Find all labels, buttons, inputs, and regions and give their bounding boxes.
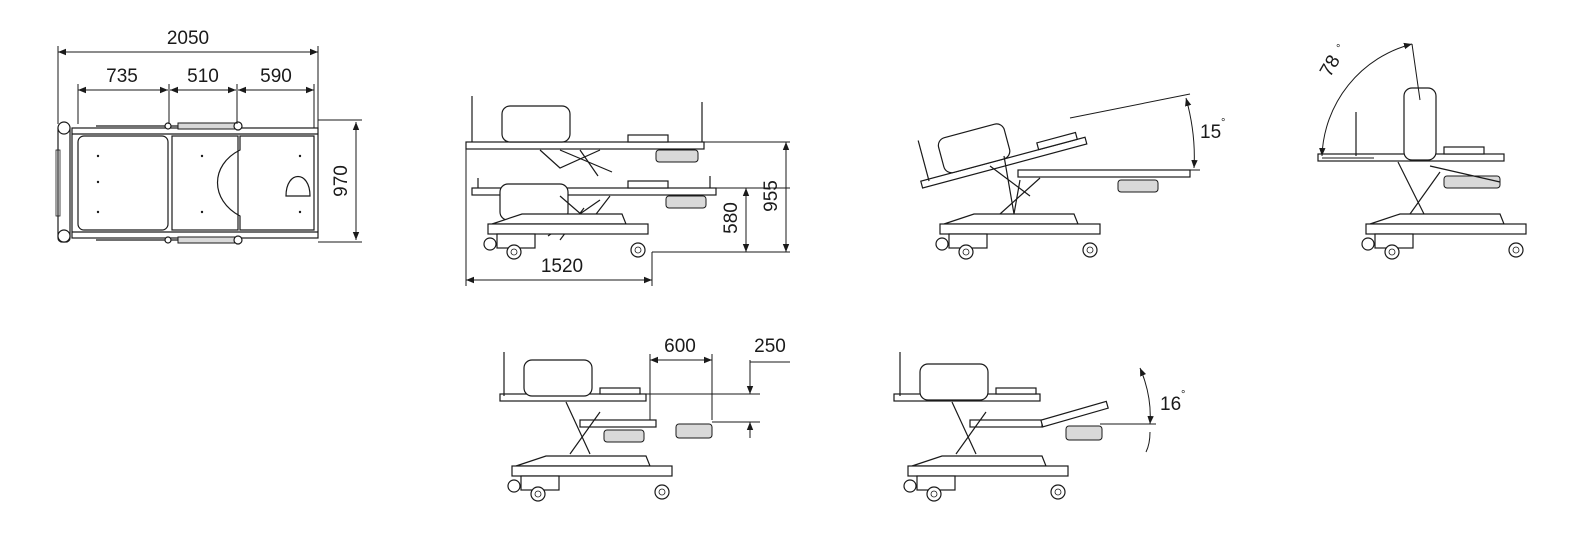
tilt-angle: 15 xyxy=(1200,122,1221,143)
leg-tilt-angle-unit: ° xyxy=(1181,389,1185,401)
dim-height-high: 955 xyxy=(761,180,782,212)
dim-section-3: 590 xyxy=(260,66,292,87)
leg-tilt-view: 16 ° xyxy=(893,352,1185,502)
dim-extension: 600 xyxy=(664,336,696,357)
dim-width: 970 xyxy=(331,165,352,197)
dim-section-2: 510 xyxy=(187,66,219,87)
dim-section-1: 735 xyxy=(106,66,138,87)
dim-drop: 250 xyxy=(754,336,786,357)
leg-tilt-angle: 16 xyxy=(1160,394,1181,415)
chair-angle: 78 xyxy=(1316,52,1345,81)
tilt-angle-unit: ° xyxy=(1221,117,1225,129)
dim-height-low: 580 xyxy=(721,202,742,234)
chair-view: 78 ° xyxy=(1316,42,1527,260)
extend-view: 600 250 xyxy=(499,336,790,502)
dim-length: 1520 xyxy=(541,256,583,277)
top-view: 2050 735 510 590 970 xyxy=(55,28,362,245)
side-flat-view: 1520 580 955 xyxy=(465,96,790,286)
dim-overall-length: 2050 xyxy=(167,28,209,49)
tilt-view: 15 ° xyxy=(917,93,1225,260)
chair-angle-unit: ° xyxy=(1336,43,1340,55)
